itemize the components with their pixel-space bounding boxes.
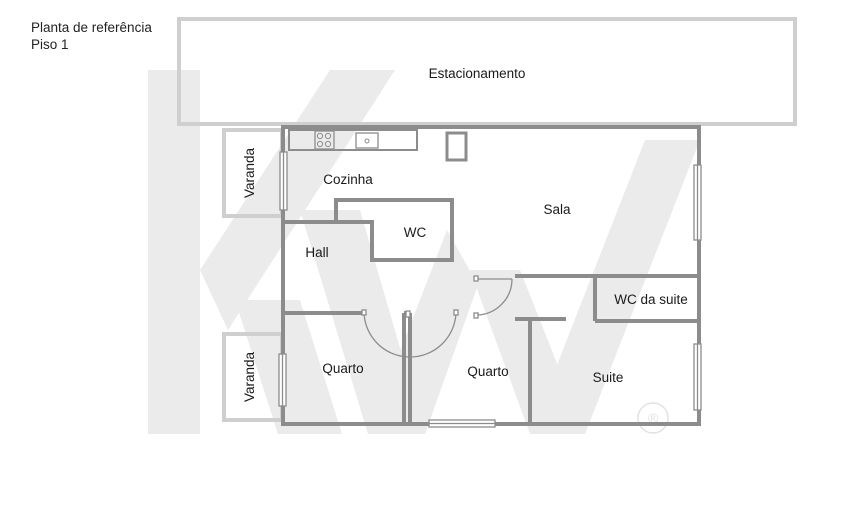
balcony-bottom-label: Varanda <box>242 351 257 402</box>
balcony-top-label: Varanda <box>242 147 257 198</box>
bedroom-middle-label: Quarto <box>467 364 508 379</box>
suite-wc-label: WC da suite <box>614 292 688 307</box>
plan-title: Planta de referência <box>31 20 152 35</box>
doors <box>361 275 513 358</box>
suite-label: Suite <box>593 370 624 385</box>
kitchen-counter <box>288 129 418 151</box>
hall-label: Hall <box>305 245 328 260</box>
floor-label: Piso 1 <box>31 37 69 52</box>
windows <box>278 151 702 428</box>
parking-label: Estacionamento <box>429 66 526 81</box>
living-room-label: Sala <box>543 202 571 217</box>
bedroom-left-label: Quarto <box>322 361 363 376</box>
walls <box>281 125 701 426</box>
kitchen-label: Cozinha <box>323 172 373 187</box>
kitchen-column <box>445 131 468 162</box>
registered-mark: ® <box>648 410 659 426</box>
kw-watermark-logo: ® <box>148 70 700 434</box>
wc-label: WC <box>404 225 427 240</box>
plan-header: Planta de referência Piso 1 <box>31 19 152 53</box>
parking-area <box>177 17 797 126</box>
